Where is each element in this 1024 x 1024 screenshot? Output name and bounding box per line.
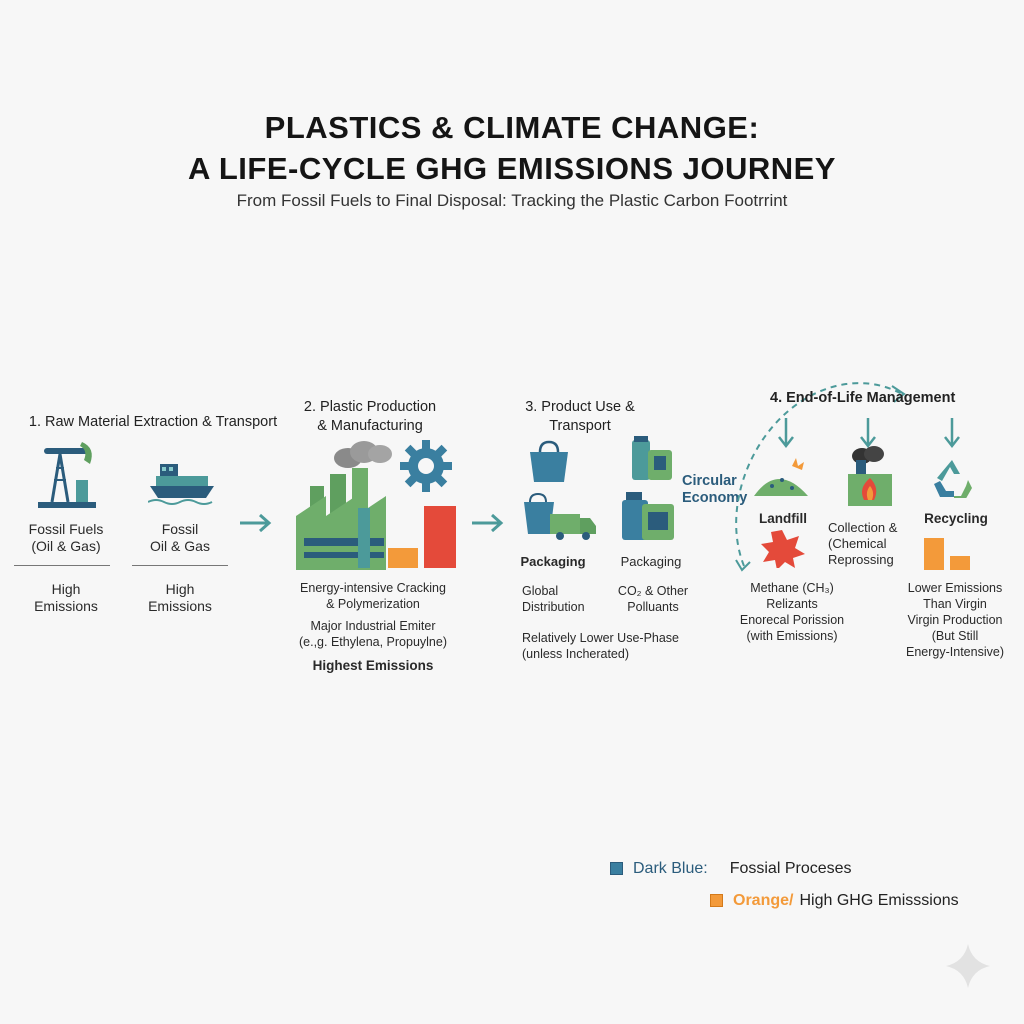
- packaging-label-2: Packaging: [620, 554, 682, 569]
- legend-value: Fossial Proceses: [729, 860, 852, 877]
- divider: [14, 565, 110, 566]
- arrow-right-icon: [472, 513, 504, 533]
- recycle-icon: [934, 460, 972, 498]
- incinerator-icon: [848, 446, 892, 506]
- landfill-icon: [754, 458, 808, 496]
- arrow-down-icon: [860, 418, 876, 449]
- recycling-bar: [924, 538, 944, 570]
- arrow-down-icon: [944, 418, 960, 449]
- page-title-line2: A LIFE-CYCLE GHG EMISSIONS JOURNEY: [188, 151, 836, 186]
- emission-bar: [388, 548, 418, 568]
- stage2-title: 2. Plastic Production& Manufacturing: [303, 399, 437, 434]
- legend-item-fossil: Dark Blue: Fossial Proceses: [610, 860, 910, 878]
- stage1-title: 1. Raw Material Extraction & Transport: [28, 414, 278, 430]
- sparkle-icon: [946, 944, 990, 988]
- legend-swatch-orange: [710, 894, 723, 908]
- page-subtitle: From Fossil Fuels to Final Disposal: Tra…: [236, 191, 788, 210]
- page-title-line1: PLASTICS & CLIMATE CHANGE:: [264, 110, 760, 145]
- shopping-bag-icon: [530, 440, 568, 482]
- legend-key: Orange/: [733, 892, 794, 909]
- stage3-title: 3. Product Use &Transport: [525, 399, 635, 434]
- emission-bar: [424, 506, 456, 568]
- recycling-bar-chart: [924, 538, 970, 570]
- fossil-fuels-label: Fossil Fuels(Oil & Gas): [28, 521, 104, 554]
- legend-swatch-blue: [610, 862, 623, 876]
- landfill-label: Landfill: [759, 511, 807, 526]
- legend-value: High GHG Emisssions: [799, 892, 959, 909]
- industrial-emitter-text: Major Industrial Emiter(e.,g. Ethylena, …: [299, 619, 447, 649]
- arrow-down-icon: [778, 418, 794, 449]
- oil-pump-icon: [38, 442, 96, 508]
- recycling-bar: [950, 556, 970, 570]
- emissions-bar-chart: [388, 506, 456, 568]
- packaging-icon: [622, 492, 674, 540]
- legend-key: Dark Blue:: [633, 860, 708, 877]
- packaging-label-1: Packaging: [520, 554, 586, 569]
- highest-emissions-label: Highest Emissions: [312, 658, 434, 673]
- tanker-ship-icon: [148, 464, 214, 505]
- methane-burst-icon: [761, 530, 805, 568]
- factory-icon: [296, 440, 452, 570]
- use-phase-note: Relatively Lower Use-Phase(unless Incher…: [522, 631, 680, 661]
- legend-item-high-ghg: Orange/High GHG Emisssions: [710, 892, 1010, 910]
- circular-loop-arrow: [735, 382, 906, 572]
- delivery-truck-icon: [524, 492, 596, 540]
- cracking-text: Energy-intensive Cracking& Polymerizatio…: [300, 581, 446, 611]
- arrow-right-icon: [240, 513, 272, 533]
- stage4-title: 4. End-of-Life Management: [770, 390, 956, 406]
- bottles-icon: [632, 436, 672, 480]
- recycling-label: Recycling: [924, 511, 988, 526]
- divider: [132, 565, 228, 566]
